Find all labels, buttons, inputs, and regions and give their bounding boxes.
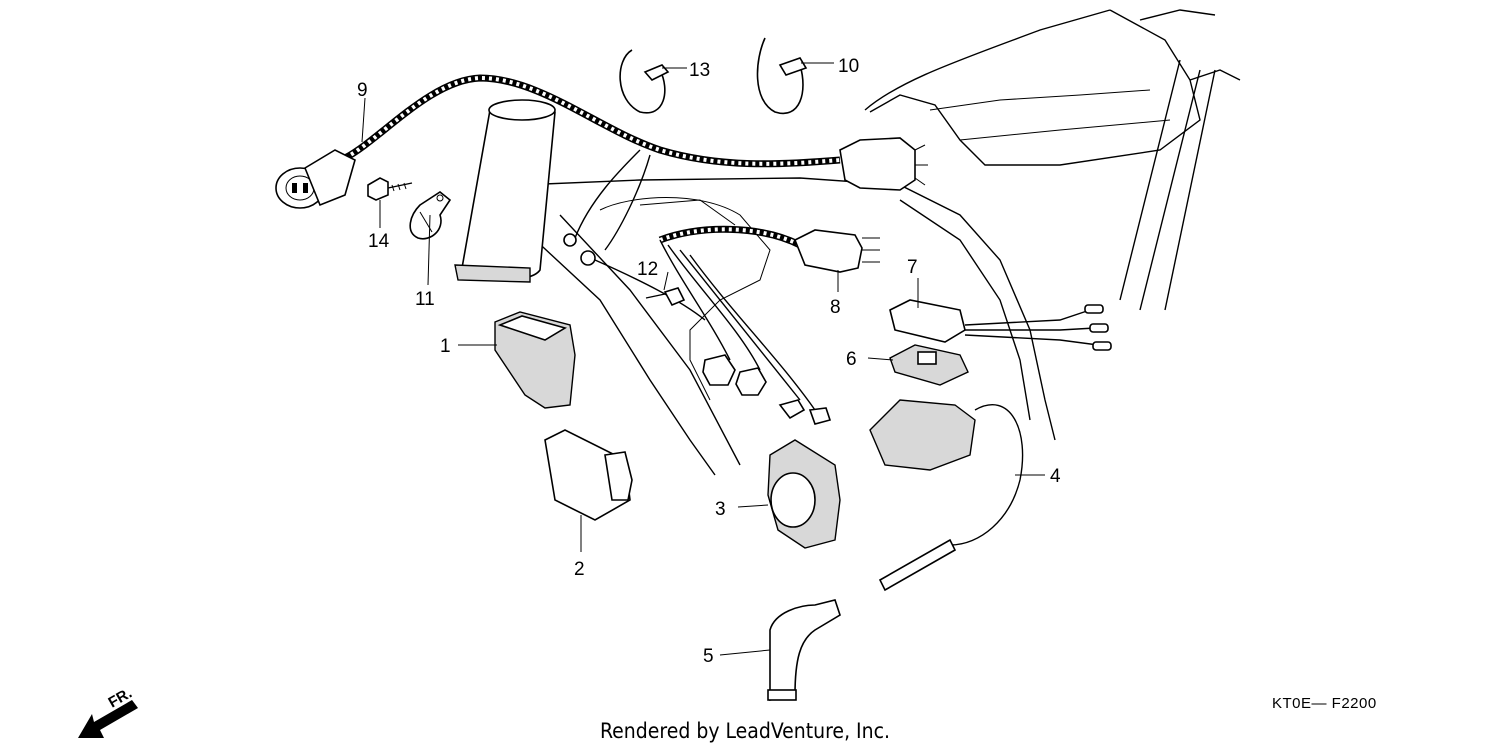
leader-lines: [361, 62, 1045, 656]
callout-6: 6: [846, 349, 857, 370]
part-6-rubber: [889, 344, 969, 386]
part-5-plug-cap: [767, 599, 841, 701]
front-direction-indicator: FR.: [78, 685, 138, 738]
callout-4: 4: [1050, 466, 1061, 487]
callout-9: 9: [357, 80, 368, 101]
frame-outline: [519, 9, 1241, 476]
part-13-band: [619, 49, 670, 114]
part-9-wire-harness: [275, 74, 928, 321]
callout-2: 2: [574, 559, 585, 580]
part-8-connector: [793, 229, 880, 273]
callout-12: 12: [637, 259, 658, 280]
part-10-band: [756, 37, 808, 115]
callout-14: 14: [368, 231, 390, 252]
part-14-bolt: [367, 177, 413, 201]
part-4-ignition-coil: [869, 399, 1024, 592]
callout-8: 8: [830, 297, 841, 318]
callout-11: 11: [415, 289, 435, 310]
callout-1: 1: [440, 336, 451, 357]
protector-tube: [454, 99, 556, 283]
part-1-holder: [494, 311, 576, 409]
part-7-cord: [889, 299, 1112, 351]
render-credit: Rendered by LeadVenture, Inc.: [600, 719, 890, 743]
callout-13: 13: [689, 60, 710, 81]
callout-labels: 9 14 11 1 2 3 4 5 6 7 8 12 13 10: [357, 56, 1061, 667]
callout-3: 3: [715, 499, 726, 520]
part-2-cdi-unit: [544, 429, 633, 521]
callout-7: 7: [907, 257, 918, 278]
callout-5: 5: [703, 646, 714, 667]
part-3-mount: [767, 439, 841, 549]
callout-10: 10: [838, 56, 859, 77]
front-arrow-icon: [78, 700, 138, 738]
diagram-code: KT0E— F2200: [1272, 695, 1377, 712]
part-12-sub-harness: [645, 225, 832, 425]
